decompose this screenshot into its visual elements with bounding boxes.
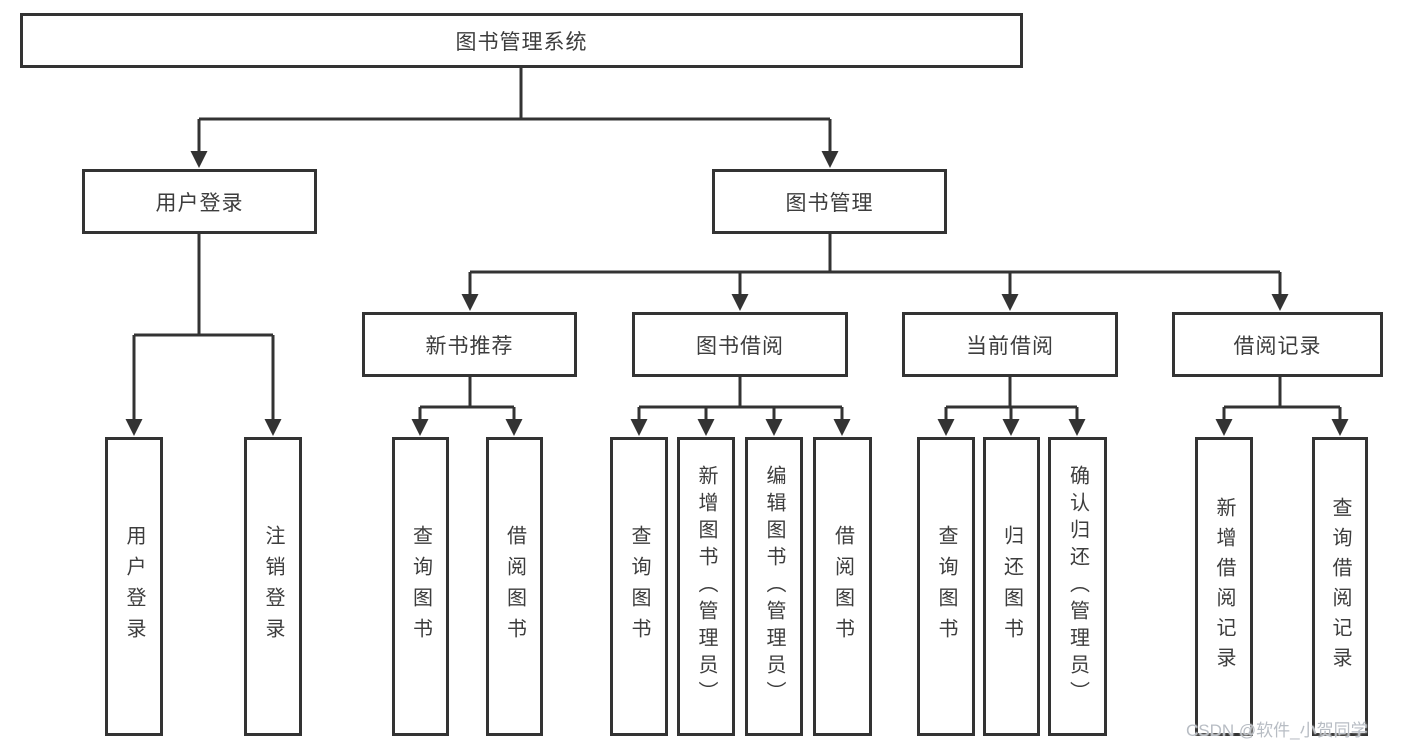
- node-borrow-records-label: 借阅记录: [1233, 334, 1322, 358]
- leaf-borrow-books-label: 借阅图书: [831, 524, 854, 649]
- leaf-current-query-books: 查询图书: [917, 437, 975, 736]
- node-book-management: 图书管理: [712, 169, 947, 234]
- leaf-logout-label: 注销登录: [262, 524, 284, 649]
- leaf-add-borrow-record-label: 新增借阅记录: [1213, 496, 1235, 677]
- leaf-edit-books-admin-label: 编辑图书（管理员）: [763, 465, 785, 708]
- leaf-add-borrow-record: 新增借阅记录: [1195, 437, 1253, 736]
- node-borrow-records: 借阅记录: [1172, 312, 1383, 377]
- leaf-current-query-books-label: 查询图书: [935, 524, 957, 649]
- node-book-borrow: 图书借阅: [632, 312, 848, 377]
- leaf-query-borrow-record-label: 查询借阅记录: [1329, 496, 1351, 677]
- leaf-confirm-return-admin-label: 确认归还（管理员）: [1066, 465, 1089, 708]
- watermark: CSDN @软件_小贺同学: [1186, 721, 1368, 740]
- leaf-confirm-return-admin: 确认归还（管理员）: [1048, 437, 1107, 736]
- arrowheads: [125, 151, 1349, 436]
- node-new-book-recommend-label: 新书推荐: [425, 334, 514, 358]
- node-user-login: 用户登录: [82, 169, 317, 234]
- leaf-add-books-admin: 新增图书（管理员）: [677, 437, 735, 736]
- node-user-login-label: 用户登录: [155, 191, 244, 215]
- leaf-return-books: 归还图书: [983, 437, 1040, 736]
- node-new-book-recommend: 新书推荐: [362, 312, 577, 377]
- leaf-user-login: 用户登录: [105, 437, 163, 736]
- leaf-add-books-admin-label: 新增图书（管理员）: [695, 465, 717, 708]
- leaf-recommend-borrow-books: 借阅图书: [486, 437, 543, 736]
- node-current-borrow-label: 当前借阅: [966, 334, 1054, 358]
- leaf-query-borrow-record: 查询借阅记录: [1312, 437, 1368, 736]
- node-root-system: 图书管理系统: [20, 13, 1023, 68]
- leaf-recommend-borrow-books-label: 借阅图书: [503, 524, 526, 649]
- leaf-logout: 注销登录: [244, 437, 302, 736]
- node-book-management-label: 图书管理: [785, 191, 874, 215]
- leaf-borrow-query-books-label: 查询图书: [628, 524, 650, 649]
- leaf-borrow-books: 借阅图书: [813, 437, 872, 736]
- leaf-recommend-query-books-label: 查询图书: [409, 524, 432, 649]
- leaf-return-books-label: 归还图书: [1000, 524, 1023, 649]
- node-book-borrow-label: 图书借阅: [696, 334, 784, 358]
- leaf-user-login-label: 用户登录: [123, 524, 145, 649]
- leaf-borrow-query-books: 查询图书: [610, 437, 668, 736]
- leaf-edit-books-admin: 编辑图书（管理员）: [745, 437, 803, 736]
- leaf-recommend-query-books: 查询图书: [392, 437, 449, 736]
- node-current-borrow: 当前借阅: [902, 312, 1118, 377]
- node-root-label: 图书管理系统: [455, 30, 588, 54]
